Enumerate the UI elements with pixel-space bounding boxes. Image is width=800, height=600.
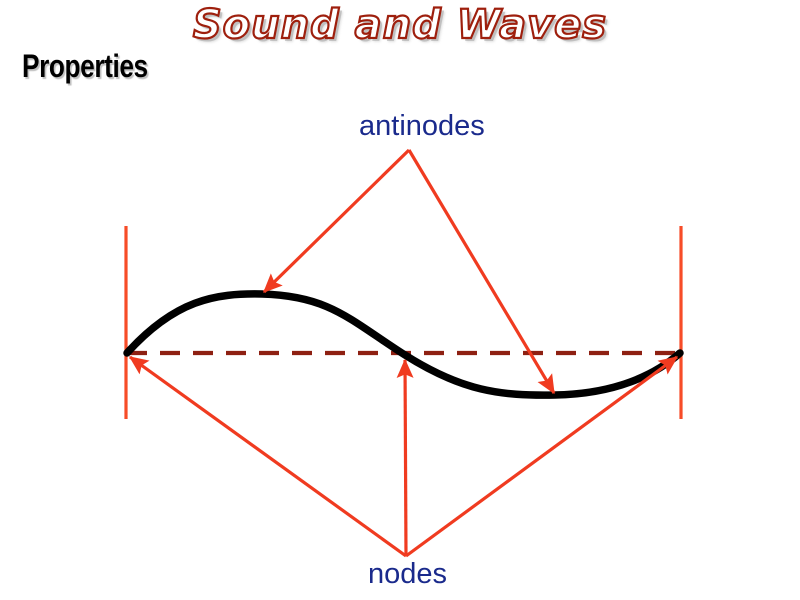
nodes-label: nodes xyxy=(368,558,448,590)
antinode-arrow-trough xyxy=(407,149,556,395)
section-heading: Properties xyxy=(22,48,148,84)
node-arrow-left xyxy=(128,355,407,558)
wave-curve xyxy=(123,290,684,399)
node-arrow-middle xyxy=(396,358,414,557)
antinode-arrow-crest xyxy=(262,148,411,294)
node-arrow-right xyxy=(405,355,679,558)
antinodes-label: antinodes xyxy=(359,110,485,142)
